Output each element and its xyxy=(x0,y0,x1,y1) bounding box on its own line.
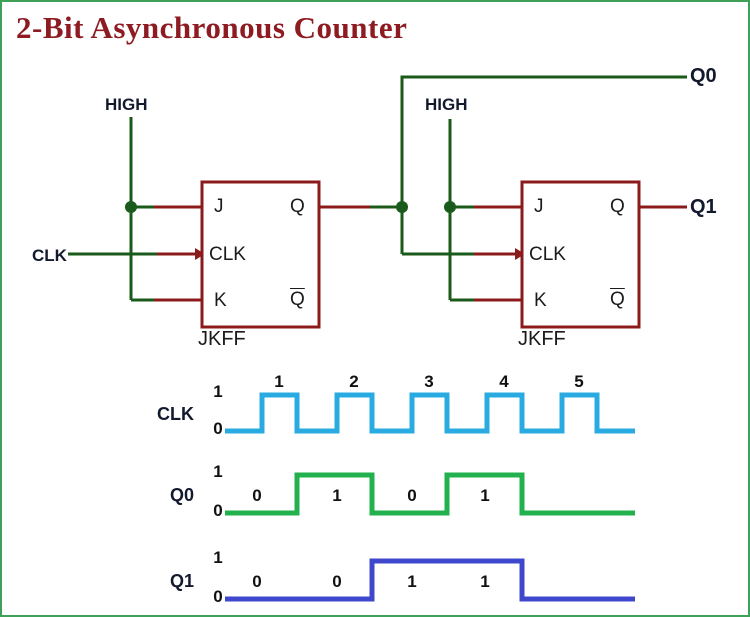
q0-waveform xyxy=(225,472,635,516)
q0-value-label: 0 xyxy=(407,486,417,505)
ff2-k-pin-label: K xyxy=(534,290,547,311)
clk-value-label: 1 xyxy=(274,372,284,391)
clk-value-label: 5 xyxy=(574,372,584,391)
junction-dot-icon xyxy=(125,201,137,213)
clk-value-label: 4 xyxy=(499,372,509,391)
q1-output-label: Q1 xyxy=(690,196,717,218)
q1-value-label: 1 xyxy=(480,572,490,591)
q1-row-label: Q1 xyxy=(169,571,194,591)
clk-row-label: CLK xyxy=(157,404,194,424)
clk-axis-low: 0 xyxy=(213,419,223,438)
junction-dot-icon xyxy=(396,201,408,213)
q1-axis-high: 1 xyxy=(213,548,223,567)
clk-waveform xyxy=(225,392,635,434)
ff2-box xyxy=(520,180,641,329)
ff1-j-pin-label: J xyxy=(214,196,224,217)
q0-row-label: Q0 xyxy=(169,485,194,505)
clock-arrow-icon xyxy=(195,248,205,260)
ff1-caption: JKFF xyxy=(198,328,246,350)
q1-waveform xyxy=(225,558,635,602)
q0-value-label: 1 xyxy=(480,486,490,505)
q0-axis-low: 0 xyxy=(213,501,223,520)
ff1-k-pin-label: K xyxy=(214,290,227,311)
q0-output-label: Q0 xyxy=(690,65,717,87)
junction-dot-icon xyxy=(444,201,456,213)
clk-axis-high: 1 xyxy=(213,382,223,401)
ff2-qbar-pin-label: Q xyxy=(610,289,625,310)
clk-value-label: 3 xyxy=(424,372,434,391)
ff1-clk-pin-label: CLK xyxy=(209,244,246,265)
clk-input-label: CLK xyxy=(32,246,67,265)
ff2-clk-pin-label: CLK xyxy=(529,244,566,265)
q1-value-label: 0 xyxy=(332,572,342,591)
q0-value-label: 0 xyxy=(252,486,262,505)
q0-value-label: 1 xyxy=(332,486,342,505)
ff2-j-pin-label: J xyxy=(534,196,544,217)
clk-value-label: 2 xyxy=(349,372,359,391)
ff2-q-pin-label: Q xyxy=(610,196,625,217)
q1-axis-low: 0 xyxy=(213,587,223,606)
ff1-q-pin-label: Q xyxy=(290,196,305,217)
page-title: 2-Bit Asynchronous Counter xyxy=(16,10,408,45)
q0-axis-high: 1 xyxy=(213,462,223,481)
ff1-box xyxy=(200,180,321,329)
clock-arrow-icon xyxy=(515,248,525,260)
timing-waveforms xyxy=(225,392,635,602)
high1-label: HIGH xyxy=(105,95,148,114)
ff2-caption: JKFF xyxy=(518,328,566,350)
high2-label: HIGH xyxy=(425,95,468,114)
ff1-qbar-pin-label: Q xyxy=(290,289,305,310)
q1-value-label: 0 xyxy=(252,572,262,591)
q1-value-label: 1 xyxy=(407,572,417,591)
